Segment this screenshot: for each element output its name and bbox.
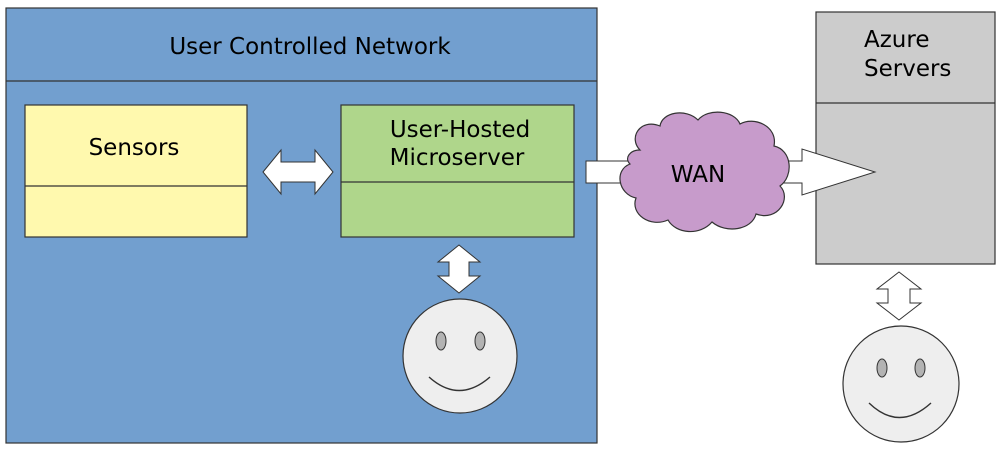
azure-user-smiley-face-icon bbox=[842, 325, 960, 443]
microserver-box: User-Hosted Microserver bbox=[340, 104, 575, 238]
local-user-smiley-face-icon bbox=[402, 298, 518, 414]
azure-label-line1: Azure bbox=[864, 27, 930, 53]
microserver-label-line1: User-Hosted bbox=[390, 117, 530, 143]
microserver-label-line2: Microserver bbox=[390, 145, 525, 171]
sensors-label: Sensors bbox=[89, 135, 180, 161]
sensors-microserver-arrow bbox=[262, 148, 334, 196]
network-title: User Controlled Network bbox=[169, 34, 451, 60]
wan-cloud-icon: WAN bbox=[619, 111, 790, 233]
azure-label-line2: Servers bbox=[864, 56, 951, 82]
azure-user-arrow bbox=[875, 271, 923, 321]
microserver-user-arrow bbox=[436, 244, 482, 294]
azure-servers-box: Azure Servers bbox=[815, 11, 996, 265]
wan-label: WAN bbox=[671, 162, 725, 188]
sensors-box: Sensors bbox=[24, 104, 248, 238]
